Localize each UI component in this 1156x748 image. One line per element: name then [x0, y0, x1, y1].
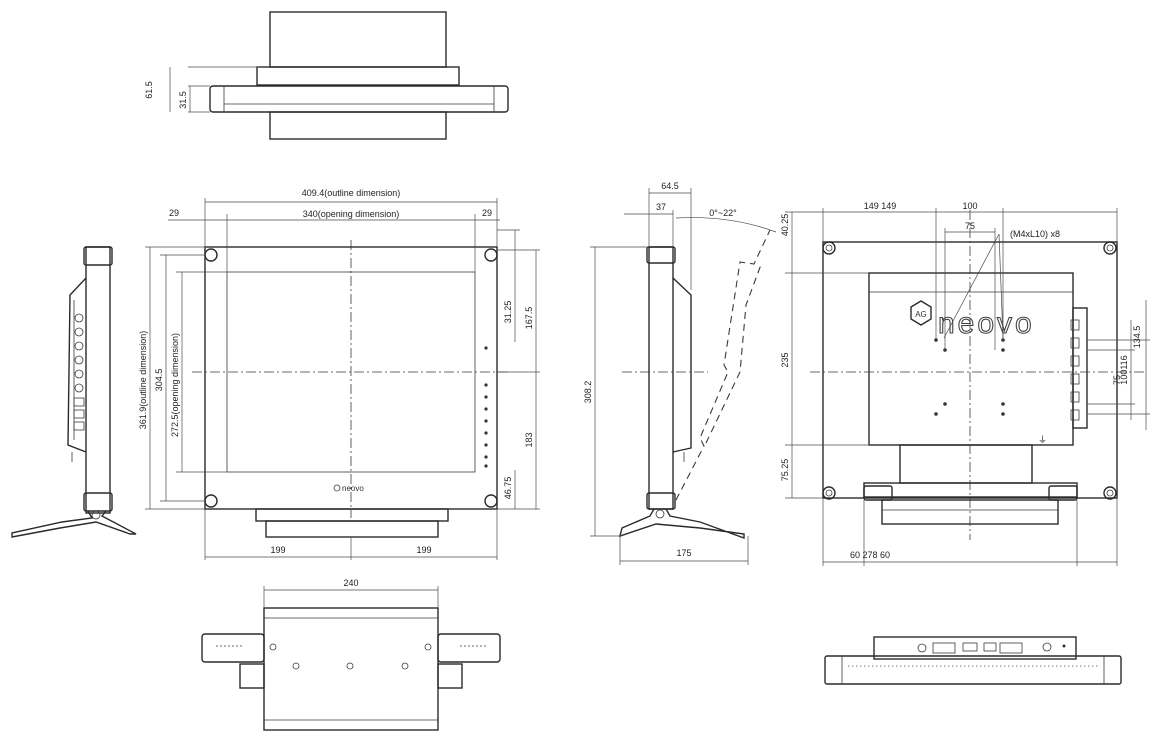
- dim-175: 175: [676, 548, 691, 558]
- dim-outline-height: 361.9(outline dimension): [138, 331, 148, 430]
- dim-37: 37: [656, 202, 666, 212]
- dim-40-25: 40.25: [780, 214, 790, 237]
- dim-margin-left: 29: [169, 208, 179, 218]
- dim-75-top: 75: [965, 221, 975, 231]
- dim-75-25: 75.25: [780, 459, 790, 482]
- dim-60-278-60: 60 278 60: [850, 550, 890, 560]
- dim-304-5: 304.5: [154, 369, 164, 392]
- dim-opening-height: 272.5(opening dimension): [170, 333, 180, 437]
- left-side-view: [11, 246, 137, 538]
- bottom-view: 240: [201, 578, 501, 731]
- dim-75-side: 75: [1112, 375, 1122, 385]
- dim-margin-right: 29: [482, 208, 492, 218]
- tilt-angle: 0°~22°: [709, 208, 737, 218]
- rear-bottom-view: [824, 636, 1122, 685]
- screw-note: (M4xL10) x8: [1010, 229, 1060, 239]
- front-logo: neovo: [342, 484, 364, 493]
- dim-308-2: 308.2: [583, 381, 593, 404]
- dim-46-75: 46.75: [503, 477, 513, 500]
- dim-167-5: 167.5: [524, 307, 534, 330]
- dim-opening-width: 340(opening dimension): [303, 209, 400, 219]
- dim-31-25: 31.25: [503, 301, 513, 324]
- dim-64-5: 64.5: [661, 181, 679, 191]
- dim-61-5: 61.5: [144, 81, 154, 99]
- dim-outline-width: 409.4(outline dimension): [302, 188, 401, 198]
- dim-235: 235: [780, 352, 790, 367]
- rear-view: AG neovo (M4xL10) x8 ⏚: [780, 201, 1150, 566]
- dim-240: 240: [343, 578, 358, 588]
- bottom-connector-ports: [917, 642, 1066, 654]
- dim-134-5: 134.5: [1132, 326, 1142, 349]
- rear-logo-badge: AG: [910, 300, 932, 326]
- rear-logo: neovo: [938, 307, 1035, 340]
- dim-183: 183: [524, 432, 534, 447]
- top-view: 61.5 31.5: [144, 11, 509, 140]
- rear-ground-mark: ⏚: [1038, 435, 1047, 445]
- rear-side-buttons: [1070, 319, 1080, 421]
- front-view: neovo 409.4(outline dimension) 340(openi…: [138, 188, 540, 560]
- rear-logo-badge-text: AG: [915, 310, 927, 319]
- dim-bottom-left: 199: [270, 545, 285, 555]
- connector-column: [73, 313, 85, 431]
- dim-100: 100: [962, 201, 977, 211]
- dim-bottom-right: 199: [416, 545, 431, 555]
- dim-31-5: 31.5: [178, 91, 188, 109]
- front-buttons: [484, 346, 488, 468]
- dim-149-149: 149 149: [864, 201, 897, 211]
- dim-100-116: 100116: [1119, 355, 1129, 384]
- side-tilt-view: 0°~22° 64.5 37 308.2 175: [583, 181, 777, 565]
